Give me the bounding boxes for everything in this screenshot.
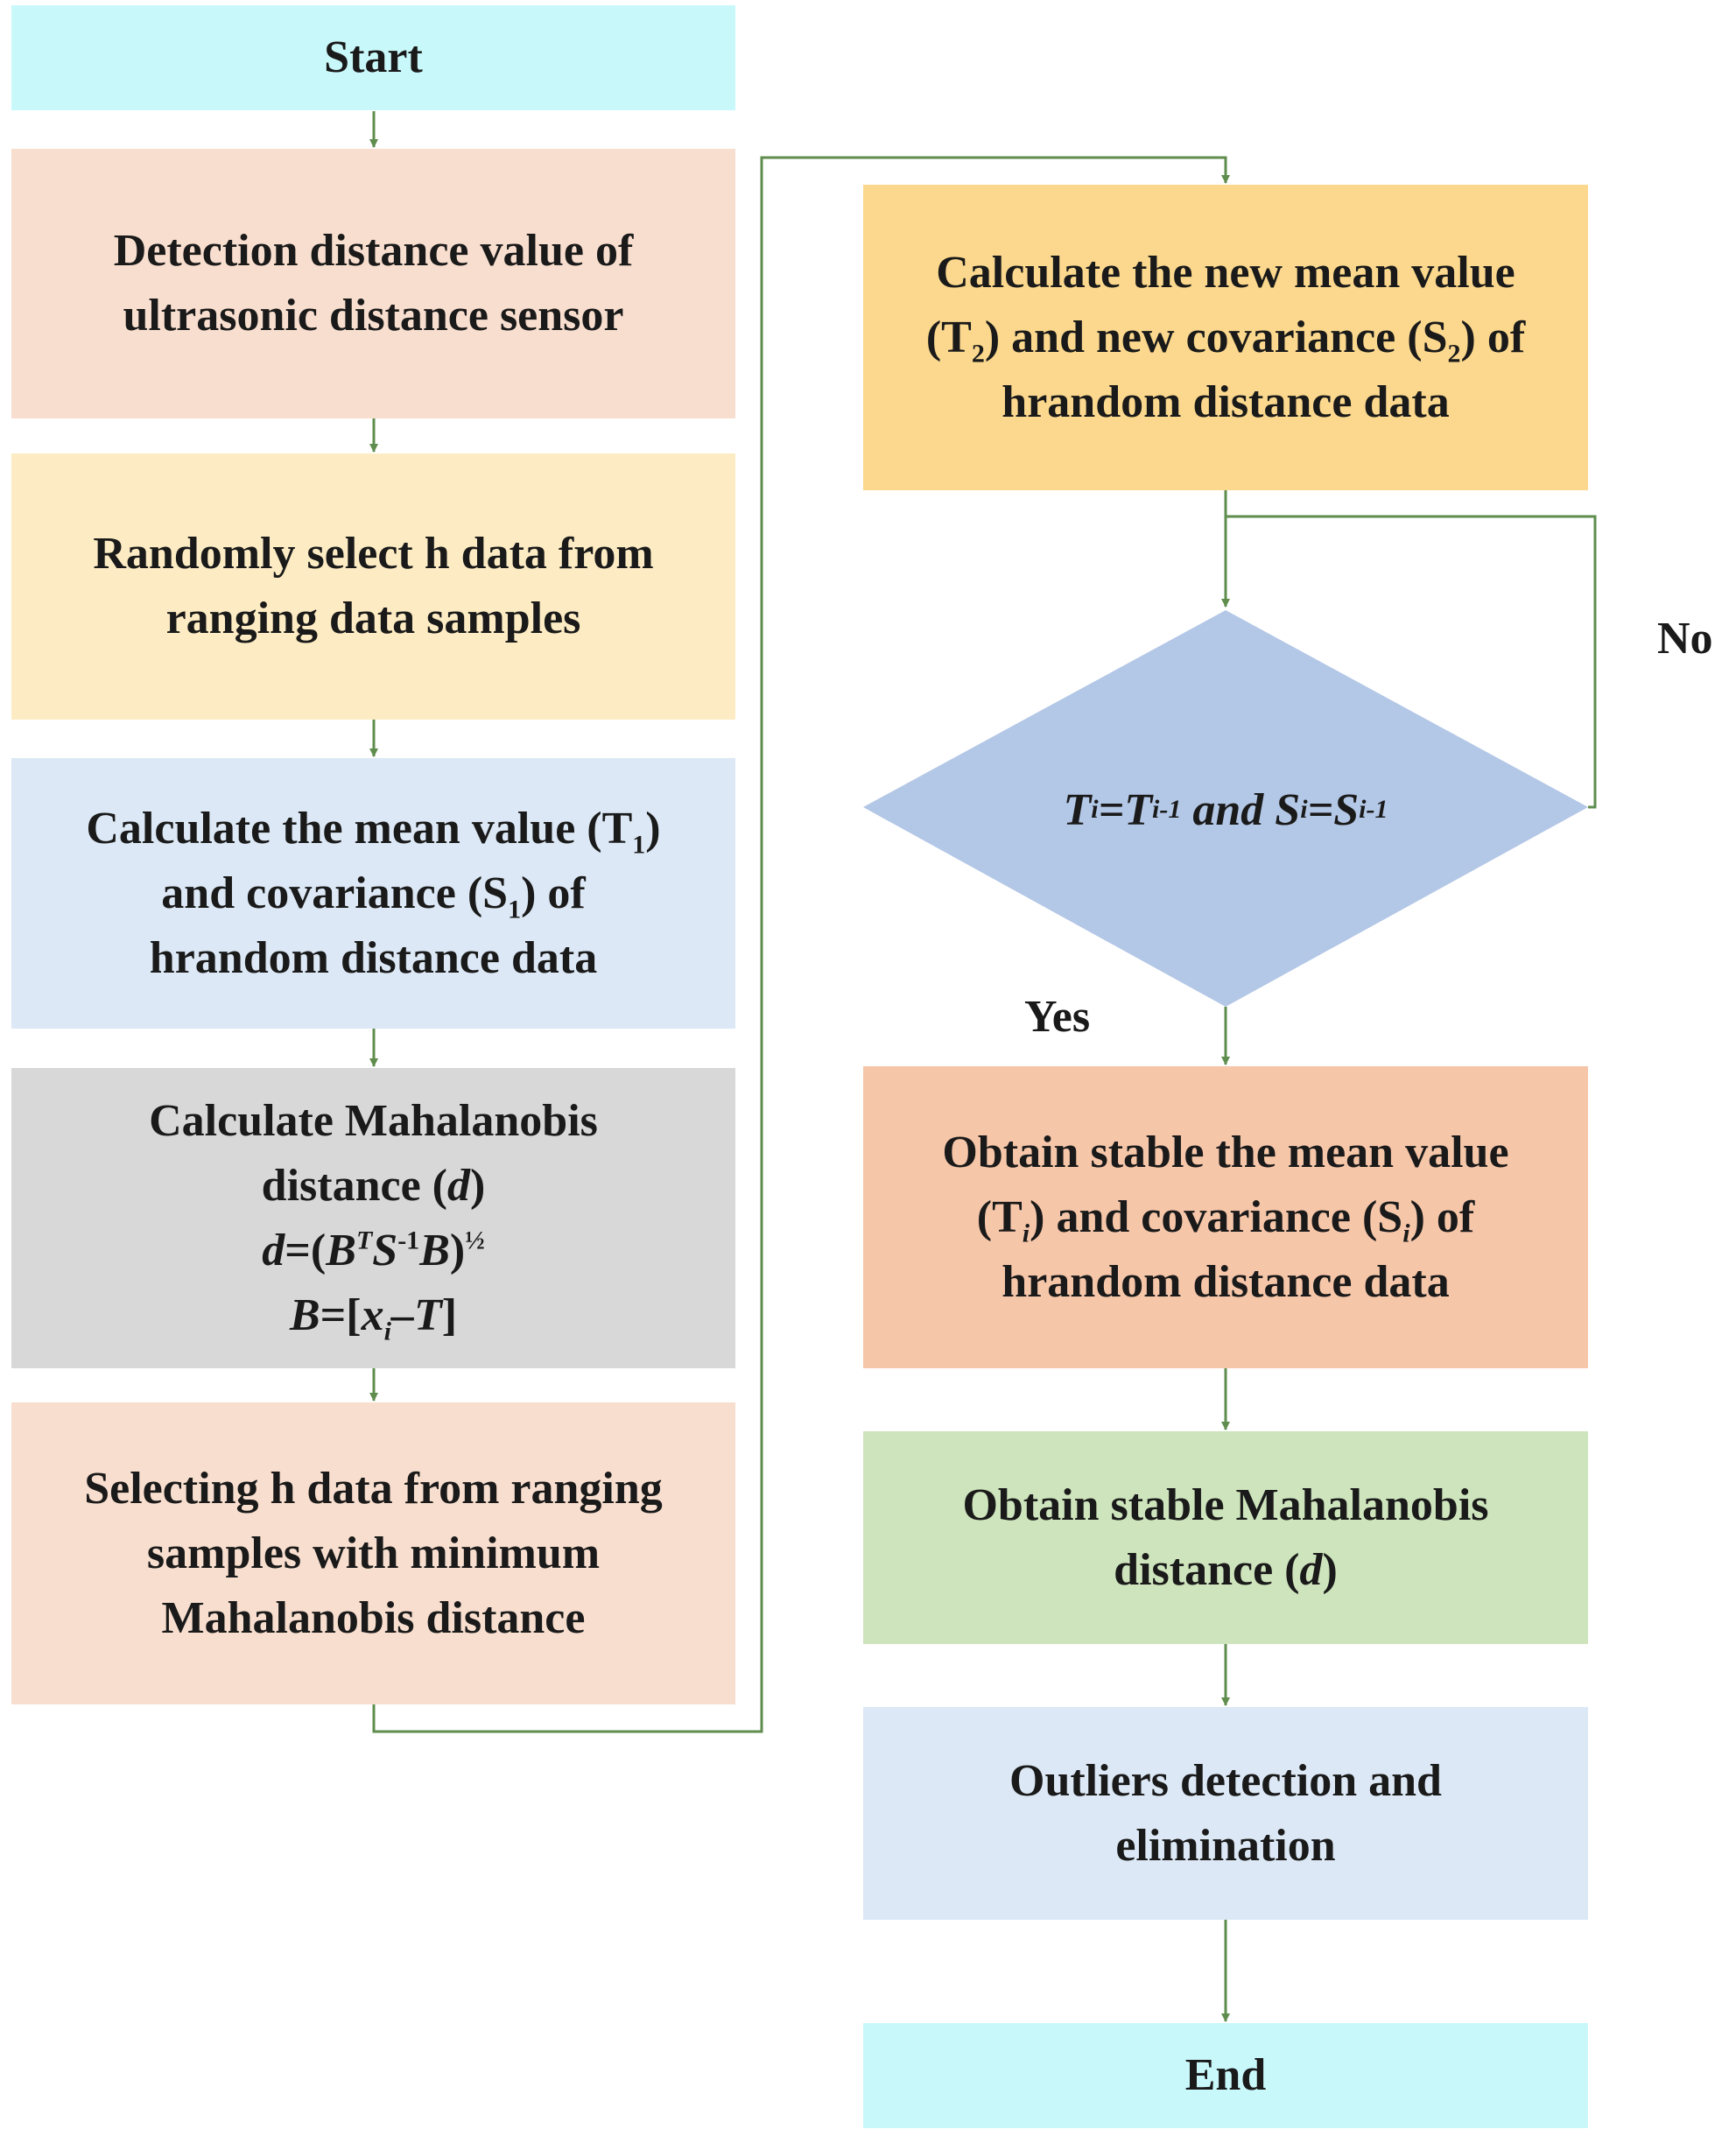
mahalanobis-line-1: Calculate Mahalanobis (149, 1095, 598, 1146)
outliers-line-1: Outliers detection and (1009, 1755, 1442, 1806)
formula2-b: B (289, 1289, 320, 1340)
stable-mean-end: ) of (1409, 1191, 1475, 1242)
calc-new-mean-line-2: (T2) and new covariance (S2) of (926, 306, 1525, 370)
formula-half-sup: ½ (465, 1226, 485, 1255)
formula2-i-sub: i (383, 1316, 391, 1346)
stable-mean-line-1: Obtain stable the mean value (942, 1127, 1509, 1177)
formula-s: S (372, 1225, 398, 1275)
no-loop-connector (1226, 515, 1597, 809)
stable-mean-open: (T (976, 1191, 1023, 1242)
cond-and-s: and S (1181, 784, 1301, 835)
calc-new-mean-line-3: hrandom distance data (1002, 376, 1450, 427)
formula2-t: T (413, 1289, 442, 1340)
end-label: End (1184, 2050, 1267, 2100)
detection-node: Detection distance value of ultrasonic d… (11, 149, 735, 418)
no-label: No (1657, 614, 1713, 664)
mahalanobis-d-var: d (447, 1160, 470, 1211)
stable-mahal-node: Obtain stable Mahalanobis distance (d) (863, 1431, 1588, 1644)
random-select-line-1: Randomly select h data from (93, 529, 654, 579)
calc-mean-text-1: Calculate the mean value (T (86, 803, 633, 854)
formula-eq: =( (285, 1225, 327, 1275)
formula2-minus: – (390, 1289, 414, 1340)
random-select-line-2: ranging data samples (165, 594, 581, 643)
new-mean-sub-2: 2 (1447, 338, 1461, 368)
mahalanobis-close-paren: ) (470, 1160, 486, 1211)
calc-mean-sub-1: 1 (632, 829, 646, 859)
select-min-line-1: Selecting h data from ranging (84, 1463, 663, 1514)
formula2-eq: =[ (320, 1289, 362, 1340)
outliers-node: Outliers detection and elimination (863, 1707, 1588, 1920)
stable-mean-line-3: hrandom distance data (1002, 1256, 1450, 1307)
calc-mean-end-1: ) (645, 803, 661, 854)
new-mean-end: ) of (1460, 312, 1526, 362)
formula2-close: ] (441, 1289, 458, 1340)
stable-mean-node: Obtain stable the mean value (Ti) and co… (863, 1066, 1588, 1368)
detection-line-2: ultrasonic distance sensor (123, 291, 624, 341)
mahalanobis-formula-b: B=[xi–T] (290, 1283, 457, 1348)
stable-mahal-line-2: distance (d) (1114, 1538, 1338, 1603)
new-mean-sub-1: 2 (971, 338, 985, 368)
formula-b: B (326, 1225, 356, 1275)
calc-new-mean-line-1: Calculate the new mean value (936, 247, 1515, 298)
calc-mean-text-2: and covariance (S (161, 868, 509, 918)
cond-eq-s: =S (1307, 784, 1360, 835)
stable-mean-sub-1: i (1022, 1218, 1030, 1247)
select-min-line-2: samples with minimum (146, 1528, 601, 1578)
formula-close: ) (449, 1225, 466, 1275)
mahalanobis-line-2: distance (d) (262, 1154, 486, 1219)
cond-t: T (1063, 784, 1092, 835)
calc-new-mean-node: Calculate the new mean value (T2) and ne… (863, 185, 1588, 490)
mahalanobis-formula-d: d=(BTS-1B)½ (262, 1219, 484, 1283)
stable-mean-sub-2: i (1402, 1218, 1410, 1247)
select-min-line-3: Mahalanobis distance (161, 1592, 586, 1643)
stable-mahal-line-1: Obtain stable Mahalanobis (962, 1479, 1489, 1530)
stable-mahal-d-var: d (1299, 1544, 1323, 1595)
cond-eq-t: =T (1098, 784, 1153, 835)
mahalanobis-node: Calculate Mahalanobis distance (d) d=(BT… (11, 1068, 735, 1368)
calc-mean-sub-2: 1 (508, 894, 522, 924)
calc-mean-line-2: and covariance (S1) of (161, 861, 585, 926)
yes-label: Yes (1024, 992, 1091, 1042)
formula-inverse-sup: -1 (397, 1226, 420, 1255)
formula-b2: B (419, 1225, 450, 1275)
formula-t-sup: T (355, 1226, 373, 1255)
calc-mean-node: Calculate the mean value (T1) and covari… (11, 758, 735, 1029)
formula2-x: x (361, 1289, 384, 1340)
select-min-node: Selecting h data from ranging samples wi… (11, 1402, 735, 1704)
calc-mean-line-1: Calculate the mean value (T1) (86, 797, 660, 861)
calc-mean-line-3: hrandom distance data (149, 932, 598, 983)
outliers-line-2: elimination (1115, 1820, 1336, 1871)
start-node: Start (11, 5, 735, 110)
detection-line-1: Detection distance value of (113, 226, 634, 276)
calc-mean-end-2: ) of (521, 868, 586, 918)
random-select-node: Randomly select h data from ranging data… (11, 453, 735, 720)
start-label: Start (324, 32, 423, 82)
stable-mean-mid: ) and covariance (S (1030, 1191, 1403, 1242)
end-node: End (863, 2023, 1588, 2128)
stable-mahal-text: distance ( (1114, 1544, 1300, 1595)
new-mean-open: (T (925, 312, 972, 362)
arrow-select-to-calc-new-mean (372, 156, 1230, 1733)
mahalanobis-distance-text: distance ( (261, 1160, 447, 1211)
decision-diamond (863, 610, 1588, 1007)
formula-d: d (262, 1225, 285, 1275)
new-mean-mid: ) and new covariance (S (984, 312, 1448, 362)
stable-mahal-close: ) (1322, 1544, 1338, 1595)
stable-mean-line-2: (Ti) and covariance (Si) of (977, 1185, 1474, 1250)
